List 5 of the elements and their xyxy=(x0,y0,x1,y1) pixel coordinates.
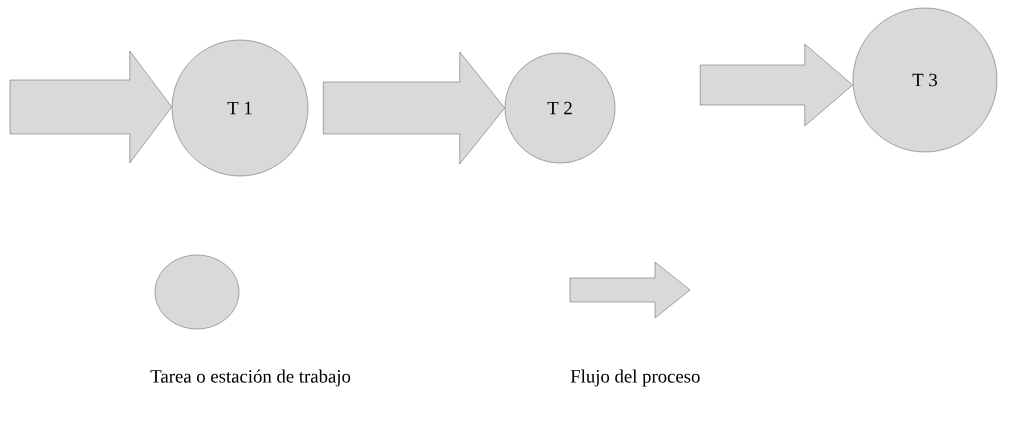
block-arrow xyxy=(323,51,505,165)
legend-label: Flujo del proceso xyxy=(570,369,700,387)
block-arrow xyxy=(700,43,853,127)
legend-label: Tarea o estación de trabajo xyxy=(150,369,351,387)
block-arrow xyxy=(9,50,172,164)
